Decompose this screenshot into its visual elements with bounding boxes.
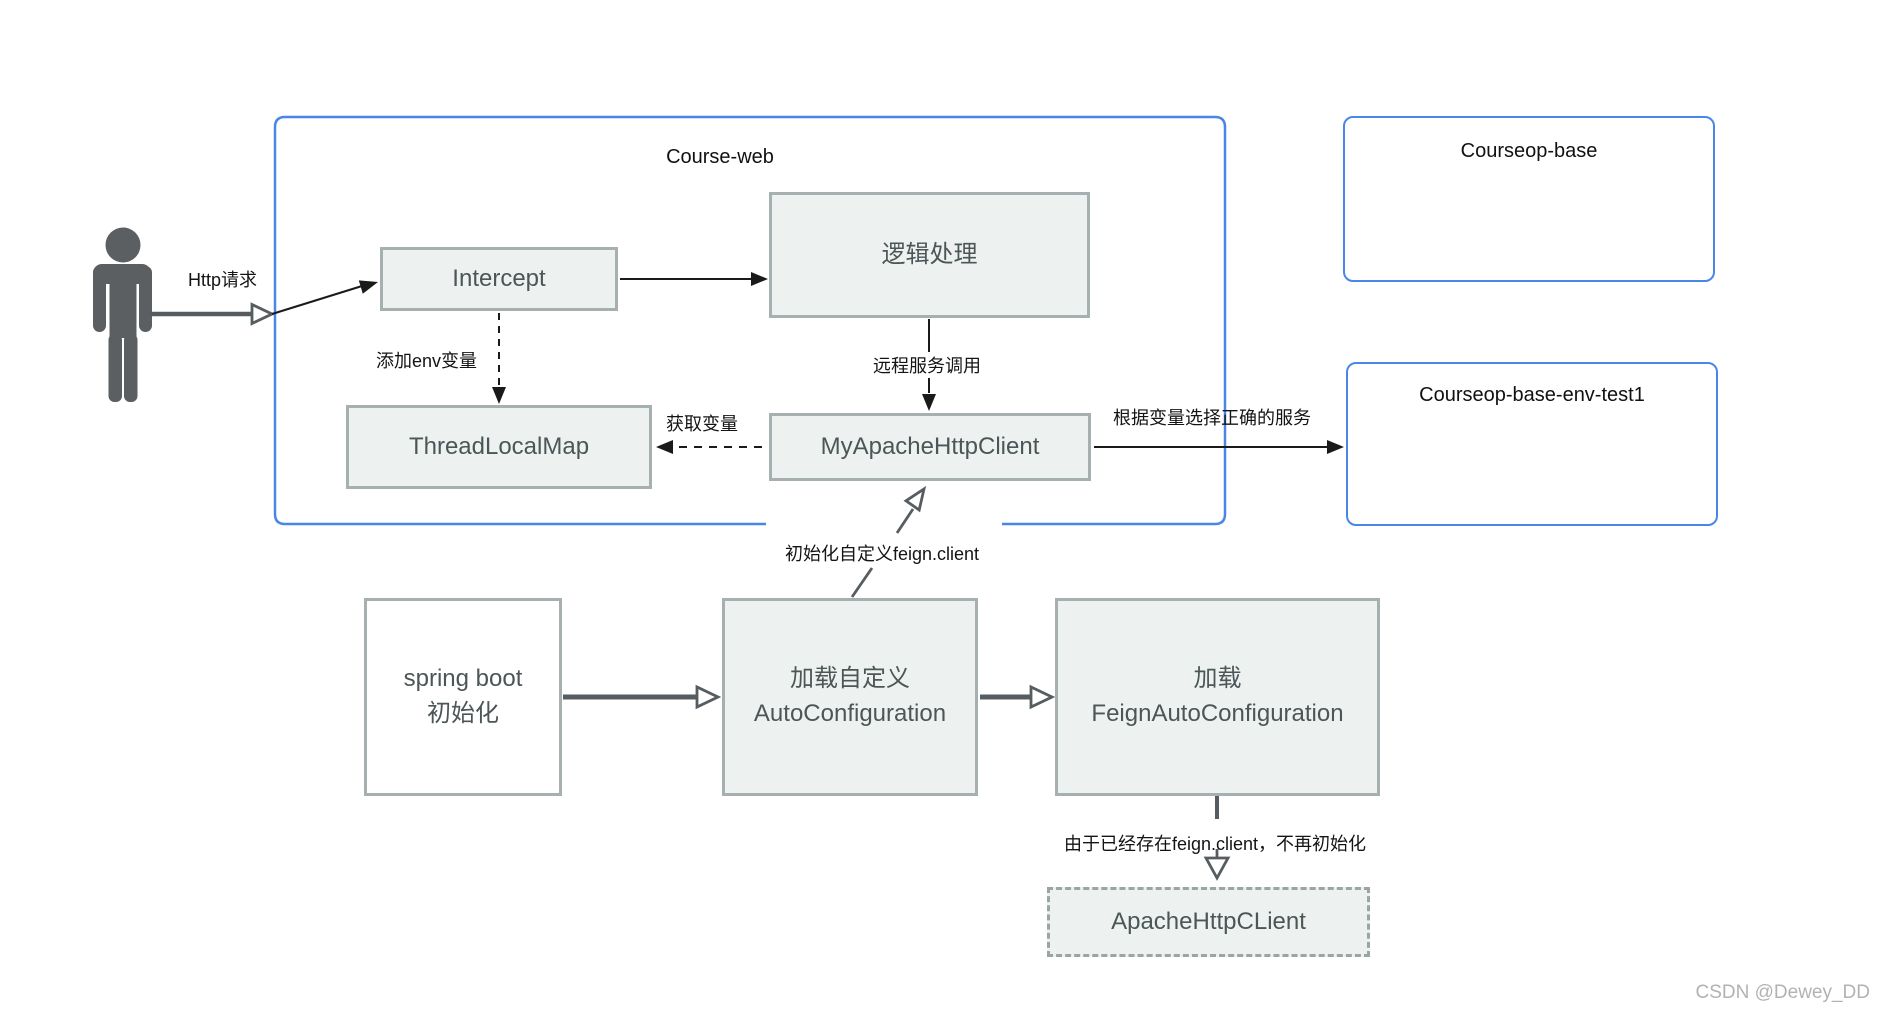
node-thread-local-map: ThreadLocalMap	[346, 405, 652, 489]
edge-http-request	[271, 285, 363, 315]
node-apache-http-client-label: ApacheHttpCLient	[1111, 907, 1306, 935]
edge-add-env-arrowhead	[492, 387, 506, 404]
node-spring-boot-init: spring boot 初始化	[364, 598, 562, 796]
csdn-watermark: CSDN @Dewey_DD	[1695, 982, 1871, 1003]
node-spring-boot-init-line1: spring boot	[403, 665, 523, 693]
edge-label-get-variable: 获取变量	[666, 414, 738, 434]
node-my-apache-http-client: MyApacheHttpClient	[769, 413, 1091, 481]
container-courseop-base-env-test1	[1346, 362, 1718, 526]
node-intercept: Intercept	[380, 247, 618, 311]
node-logic-processing-label: 逻辑处理	[881, 240, 978, 268]
edge-http-request-arrowhead	[358, 280, 378, 294]
edge-init-feign-arrowhead	[903, 485, 927, 513]
edge-label-add-env-variable: 添加env变量	[376, 351, 478, 371]
edge-label-already-exists-no-init: 由于已经存在feign.client，不再初始化	[1063, 834, 1367, 854]
node-load-custom-autoconfiguration-line2: AutoConfiguration	[753, 700, 947, 727]
node-my-apache-http-client-label: MyApacheHttpClient	[820, 432, 1040, 460]
node-load-feign-autoconfiguration-line2: FeignAutoConfiguration	[1091, 700, 1344, 727]
course-web-frame	[273, 115, 1227, 526]
edge-spring-autoconf-arrowhead	[695, 684, 722, 710]
node-load-feign-autoconfiguration: 加载 FeignAutoConfiguration	[1055, 598, 1380, 796]
edge-select-service-arrowhead	[1327, 440, 1344, 454]
edge-no-init-arrowhead	[1203, 856, 1231, 881]
edge-init-feign-seg1	[850, 567, 874, 598]
node-spring-boot-init-line2: 初始化	[427, 700, 499, 727]
container-courseop-base	[1343, 116, 1715, 282]
edge-intercept-logic-arrowhead	[751, 272, 768, 286]
edge-autoconf-feign-arrowhead	[1029, 684, 1056, 710]
node-load-custom-autoconfiguration: 加载自定义 AutoConfiguration	[722, 598, 978, 796]
node-intercept-label: Intercept	[452, 264, 546, 292]
node-load-custom-autoconfiguration-line1: 加载自定义	[789, 665, 910, 693]
edge-user-out-arrowhead	[250, 302, 276, 326]
node-logic-processing: 逻辑处理	[769, 192, 1090, 318]
edge-label-remote-service-call: 远程服务调用	[860, 352, 994, 378]
courseop-base-env-test1-label: Courseop-base-env-test1	[1419, 384, 1645, 406]
courseop-base-label: Courseop-base	[1460, 140, 1598, 162]
edge-init-feign-seg2	[895, 508, 915, 534]
person-icon	[93, 227, 152, 402]
edge-label-select-correct-service: 根据变量选择正确的服务	[1113, 408, 1311, 428]
node-apache-http-client: ApacheHttpCLient	[1047, 887, 1370, 957]
edge-label-init-custom-feign-client: 初始化自定义feign.client	[784, 544, 980, 564]
edge-get-variable-arrowhead	[656, 440, 673, 454]
course-web-label: Course-web	[666, 146, 774, 168]
edge-remote-call-arrowhead	[922, 394, 936, 411]
node-thread-local-map-label: ThreadLocalMap	[408, 432, 590, 460]
node-load-feign-autoconfiguration-line1: 加载	[1193, 665, 1242, 693]
edge-label-http-request: Http请求	[188, 270, 258, 290]
